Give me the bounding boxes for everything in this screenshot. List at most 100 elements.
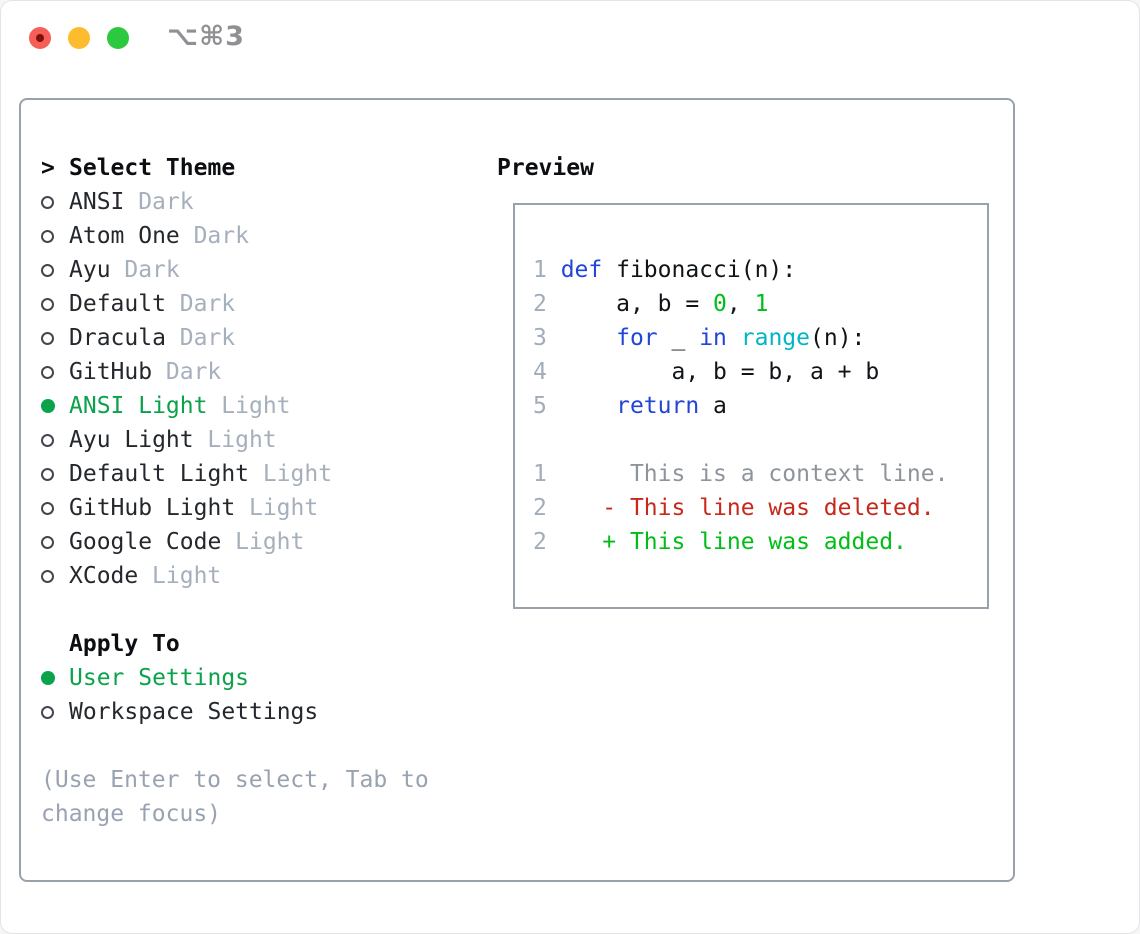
line-number: 2: [533, 529, 561, 555]
radio-cell: [41, 705, 69, 719]
code-line: 2 a, b = 0, 1: [533, 287, 948, 321]
theme-option[interactable]: XCode Light: [41, 559, 481, 593]
theme-option[interactable]: Dracula Dark: [41, 321, 481, 355]
theme-name: GitHub Light: [69, 495, 236, 521]
code-text: a, b = b, a + b: [560, 359, 880, 385]
code-text: return a: [616, 393, 727, 419]
theme-option[interactable]: Ayu Dark: [41, 253, 481, 287]
theme-name: XCode: [69, 563, 139, 589]
help-line-1: (Use Enter to select, Tab to: [41, 767, 429, 793]
radio-cell: [41, 467, 69, 481]
code-text: + This line was added.: [560, 529, 907, 555]
theme-option[interactable]: Default Dark: [41, 287, 481, 321]
line-number: 3: [533, 325, 561, 351]
theme-variant-tag: Dark: [138, 189, 194, 215]
code-preview: 1 def fibonacci(n): 2 a, b = 0, 1 3 for …: [533, 253, 948, 559]
radio-cell: [41, 433, 69, 447]
radio-cell: [41, 501, 69, 515]
code-line: 1 This is a context line.: [533, 457, 948, 491]
theme-list-title: Select Theme: [69, 155, 236, 181]
code-line: 2 - This line was deleted.: [533, 491, 948, 525]
code-line: 4 a, b = b, a + b: [533, 355, 948, 389]
theme-option[interactable]: GitHub Light Light: [41, 491, 481, 525]
code-text: This is a context line.: [560, 461, 949, 487]
code-text: - This line was deleted.: [560, 495, 935, 521]
apply-option[interactable]: User Settings: [41, 661, 481, 695]
theme-name: Ayu Light: [69, 427, 194, 453]
theme-items: ANSI Dark Atom One Dark Ayu Dark Default…: [41, 185, 481, 593]
radio-icon: [41, 569, 54, 583]
theme-variant-tag: Light: [207, 427, 277, 453]
theme-name: Dracula: [69, 325, 166, 351]
apply-option-label: User Settings: [69, 665, 250, 691]
theme-variant-tag: Dark: [193, 223, 249, 249]
theme-variant-tag: Light: [221, 393, 291, 419]
theme-option[interactable]: Ayu Light Light: [41, 423, 481, 457]
theme-option[interactable]: ANSI Light Light: [41, 389, 481, 423]
line-number: 2: [533, 495, 561, 521]
radio-icon: [41, 399, 55, 413]
theme-name: Google Code: [69, 529, 222, 555]
preview-pane: 1 def fibonacci(n): 2 a, b = 0, 1 3 for …: [513, 203, 989, 609]
radio-icon: [41, 263, 54, 277]
preview-title: Preview: [497, 155, 594, 181]
code-text: for _ in range(n):: [616, 325, 866, 351]
code-text: a, b = 0, 1: [560, 291, 769, 317]
apply-options: User Settings Workspace Settings: [41, 661, 481, 729]
theme-variant-tag: Dark: [124, 257, 180, 283]
radio-icon: [41, 467, 54, 481]
zoom-button[interactable]: [107, 27, 129, 49]
radio-icon: [41, 535, 54, 549]
theme-variant-tag: Light: [235, 529, 305, 555]
theme-list: > Select Theme ANSI Dark Atom One Dark A…: [41, 151, 481, 593]
minimize-button[interactable]: [68, 27, 90, 49]
line-number: 2: [533, 291, 561, 317]
theme-name: Ayu: [69, 257, 111, 283]
radio-cell: [41, 195, 69, 209]
help-line-2: change focus): [41, 801, 222, 827]
title-bar: ⌥⌘3: [1, 1, 1139, 75]
help-text: (Use Enter to select, Tab to change focu…: [41, 763, 501, 831]
theme-option[interactable]: Default Light Light: [41, 457, 481, 491]
radio-icon: [41, 297, 54, 311]
theme-variant-tag: Dark: [179, 325, 236, 351]
radio-icon: [41, 195, 54, 209]
line-number: 5: [533, 393, 561, 419]
theme-name: Default Light: [69, 461, 250, 487]
radio-icon: [41, 671, 55, 685]
radio-cell: [41, 671, 69, 685]
radio-icon: [41, 433, 54, 447]
radio-cell: [41, 297, 69, 311]
apply-option[interactable]: Workspace Settings: [41, 695, 481, 729]
radio-cell: [41, 263, 69, 277]
radio-cell: [41, 535, 69, 549]
theme-option[interactable]: GitHub Dark: [41, 355, 481, 389]
theme-name: ANSI Light: [69, 393, 208, 419]
line-number: [533, 427, 547, 453]
radio-icon: [41, 229, 54, 243]
theme-name: Default: [69, 291, 166, 317]
close-button[interactable]: [29, 27, 51, 49]
theme-picker-panel: > Select Theme ANSI Dark Atom One Dark A…: [19, 98, 1015, 882]
apply-to-header: Apply To: [41, 627, 481, 661]
line-number: 1: [533, 257, 561, 283]
line-number: 1: [533, 461, 561, 487]
code-line: 2 + This line was added.: [533, 525, 948, 559]
code-line: 3 for _ in range(n):: [533, 321, 948, 355]
code-line: 1 def fibonacci(n):: [533, 253, 948, 287]
apply-to-title: Apply To: [69, 631, 180, 657]
theme-variant-tag: Dark: [179, 291, 236, 317]
theme-option[interactable]: Google Code Light: [41, 525, 481, 559]
theme-variant-tag: Light: [152, 563, 222, 589]
radio-icon: [41, 365, 54, 379]
theme-option[interactable]: ANSI Dark: [41, 185, 481, 219]
theme-option[interactable]: Atom One Dark: [41, 219, 481, 253]
theme-list-header: > Select Theme: [41, 151, 481, 185]
theme-variant-tag: Light: [262, 461, 333, 487]
code-line: [533, 423, 948, 457]
theme-variant-tag: Dark: [165, 359, 222, 385]
radio-icon: [41, 705, 54, 719]
theme-name: ANSI: [69, 189, 125, 215]
apply-option-label: Workspace Settings: [69, 699, 319, 725]
